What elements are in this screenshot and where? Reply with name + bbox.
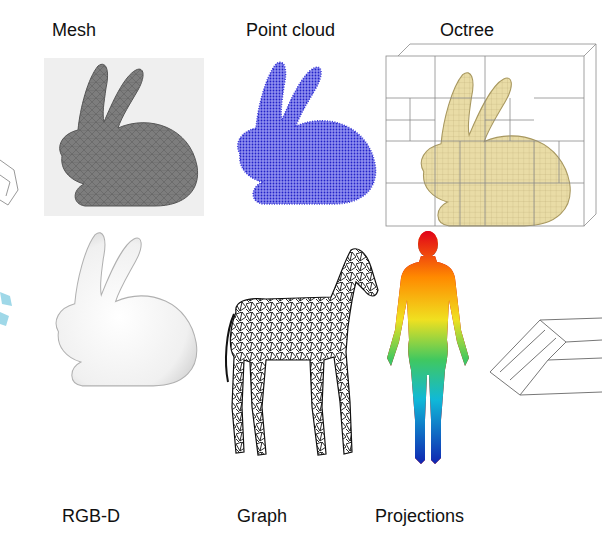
projection-figure [385,230,471,466]
partial-figure [0,160,18,205]
graph-horse [230,249,378,455]
figure-label: Point cloud [246,20,335,41]
figure-label: Mesh [52,20,96,41]
octree-figure [386,44,596,226]
point-cloud-bunny [238,62,376,204]
figure-label: RGB-D [62,506,120,527]
figure-label: Graph [237,506,287,527]
mesh-background [44,58,204,216]
partial-wireframe [490,318,602,395]
rgbd-bunny [56,233,197,386]
rgbd-figure [56,233,197,386]
figure-label: Octree [440,20,494,41]
horse-tail [226,314,234,382]
figure-label: Projections [375,506,464,527]
octree-bunny [421,73,570,226]
partial-figure [0,292,12,326]
graph-figure [226,249,378,455]
human-colour [385,230,471,466]
mesh-figure [44,58,204,216]
mesh-bunny [60,64,198,206]
point-cloud-figure [238,62,376,204]
octree-cells [386,44,596,226]
